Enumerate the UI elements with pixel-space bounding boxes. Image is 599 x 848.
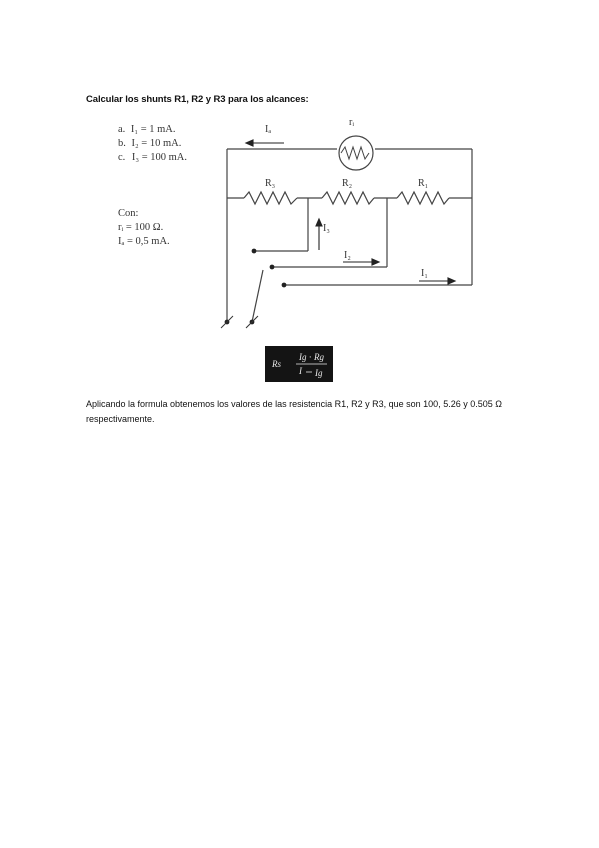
option-text: I₂ = 10 mA. [131,138,182,149]
r3-label: R₃ [265,178,275,189]
formula-num-a: Ig [298,352,307,362]
shunt-formula: Rs Ig · Rg I Ig [265,346,333,382]
option-text: I₁ = 1 mA. [130,124,176,135]
conclusion-paragraph: Aplicando la formula obtenemos los valor… [86,399,502,424]
i3-label: I₃ [323,223,330,234]
formula-dot: · [309,352,311,362]
circuit-figure: rᵢ Iₐ R₃ R₂ R₁ I₃ I₂ I₁ [112,110,482,340]
r2-label: R₂ [342,178,352,189]
meter-resistance-label: rᵢ [349,117,354,128]
option-marker: b. [118,138,126,149]
option-marker: a. [118,124,126,135]
resistor-r2 [321,190,375,206]
option-c: c. I₃ = 100 mA. [118,152,187,164]
option-b: b. I₂ = 10 mA. [118,138,181,150]
formula-den-a: I [298,366,303,376]
option-a: a. I₁ = 1 mA. [118,124,176,136]
given-ri: rᵢ = 100 Ω. [118,222,164,233]
circuit-diagram: rᵢ Iₐ R₃ R₂ R₁ I₃ I₂ I₁ [220,117,473,329]
i1-label: I₁ [421,268,428,279]
given-heading: Con: [118,208,139,219]
formula-graphic: Rs Ig · Rg I Ig [271,352,327,378]
meter-gauge [338,135,374,171]
given-ia: Iₐ = 0,5 mA. [118,236,170,247]
meter-current-label: Iₐ [265,124,271,135]
r1-label: R₁ [418,178,428,189]
resistor-r1 [396,190,450,206]
formula-den-b: Ig [314,368,323,378]
formula-lhs: Rs [271,359,281,369]
i2-label: I₂ [344,250,351,261]
option-text: I₃ = 100 mA. [131,152,188,163]
exercise-heading: Calcular los shunts R1, R2 y R3 para los… [86,94,309,105]
option-marker: c. [118,152,126,163]
resistor-r3 [243,190,298,206]
formula-num-b: Rg [313,352,324,362]
